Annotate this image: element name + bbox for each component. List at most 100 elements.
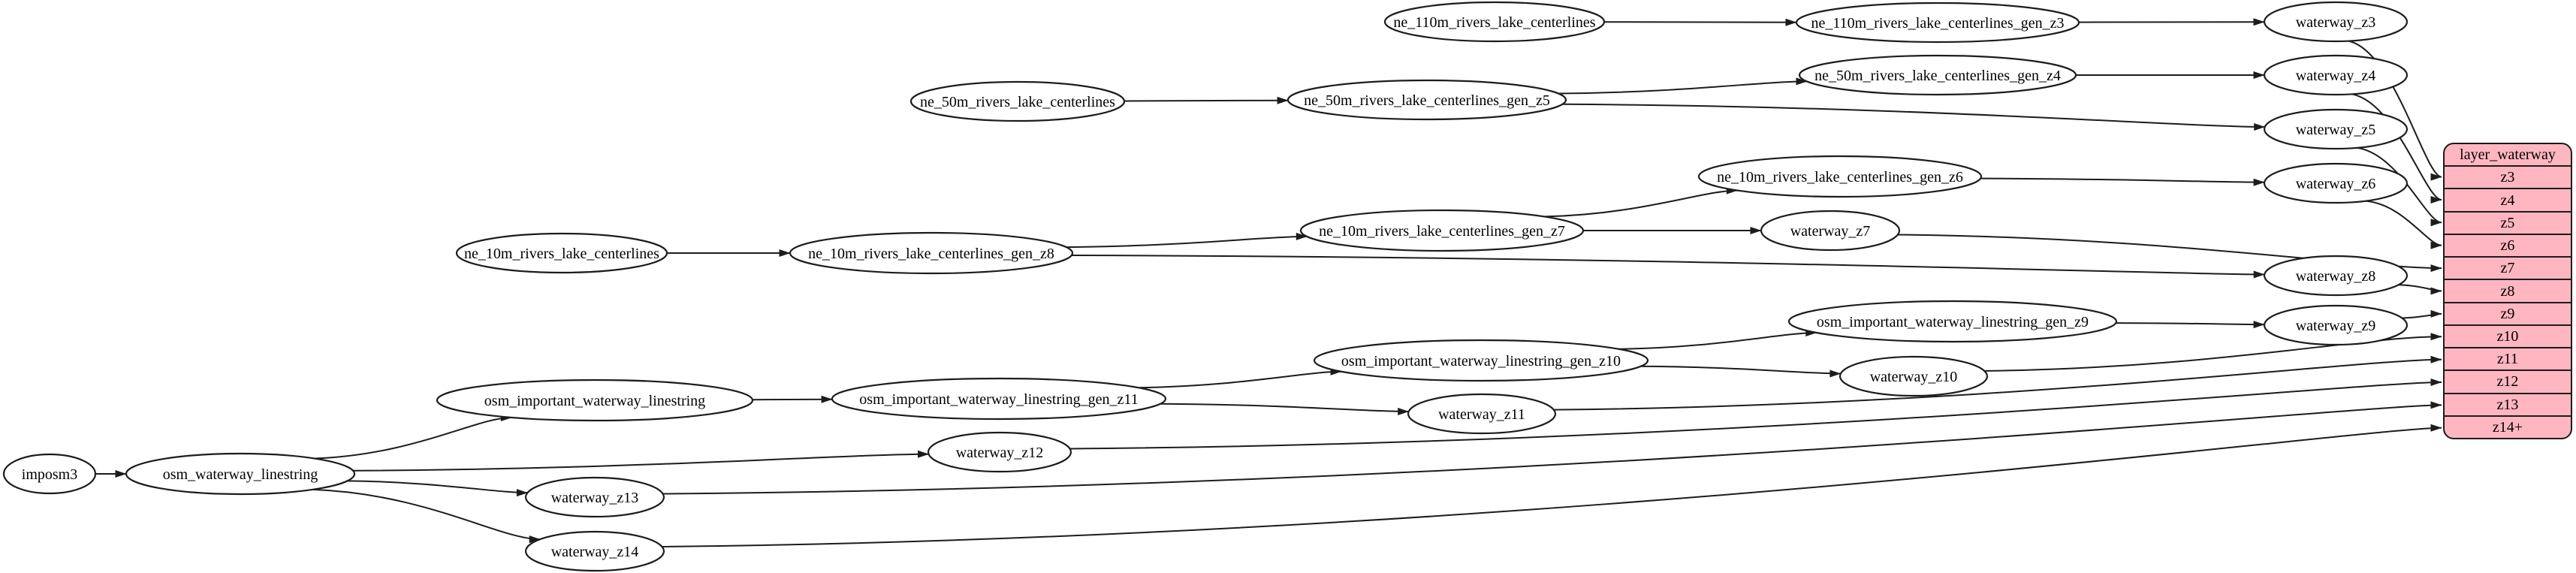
node-osm_important_waterway_linestring_gen_z9: osm_important_waterway_linestring_gen_z9 <box>1787 300 2118 343</box>
node-label: osm_important_waterway_linestring <box>484 393 705 409</box>
table-row-z13: z13 <box>2445 392 2571 415</box>
node-ellipse <box>436 378 754 422</box>
table-title: layer_waterway <box>2460 146 2556 164</box>
node-ellipse <box>524 476 665 518</box>
node-label: osm_important_waterway_linestring_gen_z9 <box>1817 314 2089 330</box>
node-label: waterway_z3 <box>2296 14 2376 31</box>
node-ellipse <box>909 80 1126 122</box>
node-osm_waterway_linestring: osm_waterway_linestring <box>125 452 356 496</box>
edge-waterway_z12-to-table-z12 <box>1069 378 2442 450</box>
node-label: waterway_z8 <box>2296 268 2376 285</box>
table-row-z14-plus: z14+ <box>2445 415 2571 438</box>
node-label: ne_10m_rivers_lake_centerlines_gen_z7 <box>1319 223 1565 240</box>
node-ellipse <box>1286 79 1567 121</box>
node-label: waterway_z12 <box>956 445 1044 461</box>
table-row-z5: z5 <box>2445 210 2571 234</box>
node-ellipse <box>1798 54 2077 96</box>
edge-osm_waterway_linestring-to-waterway_z13 <box>347 480 528 497</box>
edges-layer <box>95 18 2442 547</box>
node-label: ne_10m_rivers_lake_centerlines <box>464 246 659 262</box>
edge-waterway_z5-to-table-z5 <box>2357 146 2442 227</box>
node-label: ne_50m_rivers_lake_centerlines_gen_z5 <box>1304 92 1550 109</box>
edge-osm_waterway_linestring-to-osm_important_waterway_linestring <box>314 414 512 460</box>
node-osm_important_waterway_linestring_gen_z11: osm_important_waterway_linestring_gen_z1… <box>831 377 1167 421</box>
node-label: ne_110m_rivers_lake_centerlines <box>1393 14 1595 31</box>
node-ne_50m_rivers_lake_centerlines_gen_z4: ne_50m_rivers_lake_centerlines_gen_z4 <box>1798 54 2077 96</box>
node-ellipse <box>2263 304 2409 346</box>
node-label: waterway_z7 <box>1790 223 1871 240</box>
edge-waterway_z9-to-table-z9 <box>2402 309 2442 319</box>
node-ne_10m_rivers_lake_centerlines_gen_z8: ne_10m_rivers_lake_centerlines_gen_z8 <box>789 231 1074 275</box>
edge-waterway_z13-to-table-z13 <box>662 401 2442 495</box>
node-label: osm_important_waterway_linestring_gen_z1… <box>859 391 1138 408</box>
edge-osm_important_waterway_linestring_gen_z10-to-waterway_z10 <box>1640 365 1842 378</box>
node-label: waterway_z9 <box>2296 318 2376 334</box>
node-ne_10m_rivers_lake_centerlines: ne_10m_rivers_lake_centerlines <box>455 232 668 274</box>
node-ellipse <box>1299 209 1585 252</box>
table-row-z4: z4 <box>2445 188 2571 210</box>
node-ellipse <box>1838 355 1989 397</box>
edge-ne_50m_rivers_lake_centerlines_gen_z5-to-waterway_z5 <box>1562 103 2266 131</box>
node-waterway_z5: waterway_z5 <box>2263 108 2409 150</box>
node-ellipse <box>1313 339 1649 382</box>
edge-osm_important_waterway_linestring_gen_z11-to-osm_important_waterway_linestring_gen_z10 <box>1138 367 1342 389</box>
node-label: waterway_z11 <box>1438 406 1525 423</box>
edge-waterway_z4-to-table-z4 <box>2351 93 2442 204</box>
edge-osm_important_waterway_linestring_gen_z9-to-waterway_z9 <box>2116 321 2265 329</box>
edge-ne_10m_rivers_lake_centerlines_gen_z8-to-waterway_z8 <box>1071 255 2265 279</box>
edge-ne_10m_rivers_lake_centerlines_gen_z6-to-waterway_z6 <box>1980 177 2265 186</box>
node-label: waterway_z4 <box>2296 68 2376 84</box>
table-row-z7: z7 <box>2445 256 2571 279</box>
node-ellipse <box>789 231 1074 275</box>
node-ellipse <box>2263 162 2409 204</box>
node-ellipse <box>927 431 1072 473</box>
node-ellipse <box>2263 54 2409 96</box>
node-ellipse <box>1697 155 1983 198</box>
edge-waterway_z3-to-table-z3 <box>2348 40 2442 181</box>
edge-waterway_z6-to-table-z6 <box>2366 200 2442 249</box>
edge-osm_waterway_linestring-to-waterway_z14 <box>312 488 541 544</box>
edge-waterway_z8-to-table-z8 <box>2398 284 2442 295</box>
node-ellipse <box>125 452 356 496</box>
node-waterway_z3: waterway_z3 <box>2263 1 2409 43</box>
edge-ne_110m_rivers_lake_centerlines-to-ne_110m_rivers_lake_centerlines_gen_z3 <box>1603 18 1797 26</box>
node-waterway_z12: waterway_z12 <box>927 431 1072 473</box>
node-ne_50m_rivers_lake_centerlines: ne_50m_rivers_lake_centerlines <box>909 80 1126 122</box>
edge-ne_10m_rivers_lake_centerlines_gen_z8-to-ne_10m_rivers_lake_centerlines_gen_z7 <box>1066 232 1308 249</box>
node-waterway_z7: waterway_z7 <box>1760 210 1901 252</box>
node-ellipse <box>455 232 668 274</box>
table-row-z8: z8 <box>2445 279 2571 301</box>
edge-osm_waterway_linestring-to-waterway_z12 <box>353 450 929 472</box>
node-label: waterway_z13 <box>551 490 639 506</box>
node-label: osm_important_waterway_linestring_gen_z1… <box>1341 353 1621 369</box>
node-waterway_z4: waterway_z4 <box>2263 54 2409 96</box>
node-label: ne_50m_rivers_lake_centerlines_gen_z4 <box>1814 68 2061 84</box>
node-ne_10m_rivers_lake_centerlines_gen_z6: ne_10m_rivers_lake_centerlines_gen_z6 <box>1697 155 1983 198</box>
node-osm_important_waterway_linestring_gen_z10: osm_important_waterway_linestring_gen_z1… <box>1313 339 1649 382</box>
node-ellipse <box>2263 1 2409 43</box>
edge-osm_important_waterway_linestring_gen_z10-to-osm_important_waterway_linestring_gen_z9 <box>1618 329 1817 350</box>
node-label: waterway_z10 <box>1870 369 1958 385</box>
edge-waterway_z14-to-table-z14-plus <box>662 424 2442 547</box>
edge-ne_10m_rivers_lake_centerlines_gen_z7-to-ne_10m_rivers_lake_centerlines_gen_z6 <box>1544 186 1738 218</box>
table-row-z3: z3 <box>2445 165 2571 188</box>
node-ellipse <box>1407 393 1557 435</box>
edge-waterway_z11-to-table-z11 <box>1553 355 2442 411</box>
node-label: waterway_z6 <box>2296 176 2376 192</box>
node-waterway_z14: waterway_z14 <box>524 530 665 572</box>
node-waterway_z8: waterway_z8 <box>2263 255 2409 297</box>
table-row-z6: z6 <box>2445 233 2571 256</box>
node-ellipse <box>1795 2 2080 44</box>
node-ellipse <box>2 453 97 495</box>
node-label: ne_10m_rivers_lake_centerlines_gen_z6 <box>1717 169 1963 185</box>
node-ellipse <box>1787 300 2118 343</box>
node-label: osm_waterway_linestring <box>163 466 318 483</box>
node-ellipse <box>1383 1 1606 43</box>
node-label: waterway_z5 <box>2296 122 2376 138</box>
edge-waterway_z10-to-table-z10 <box>1984 333 2442 372</box>
node-waterway_z11: waterway_z11 <box>1407 393 1557 435</box>
